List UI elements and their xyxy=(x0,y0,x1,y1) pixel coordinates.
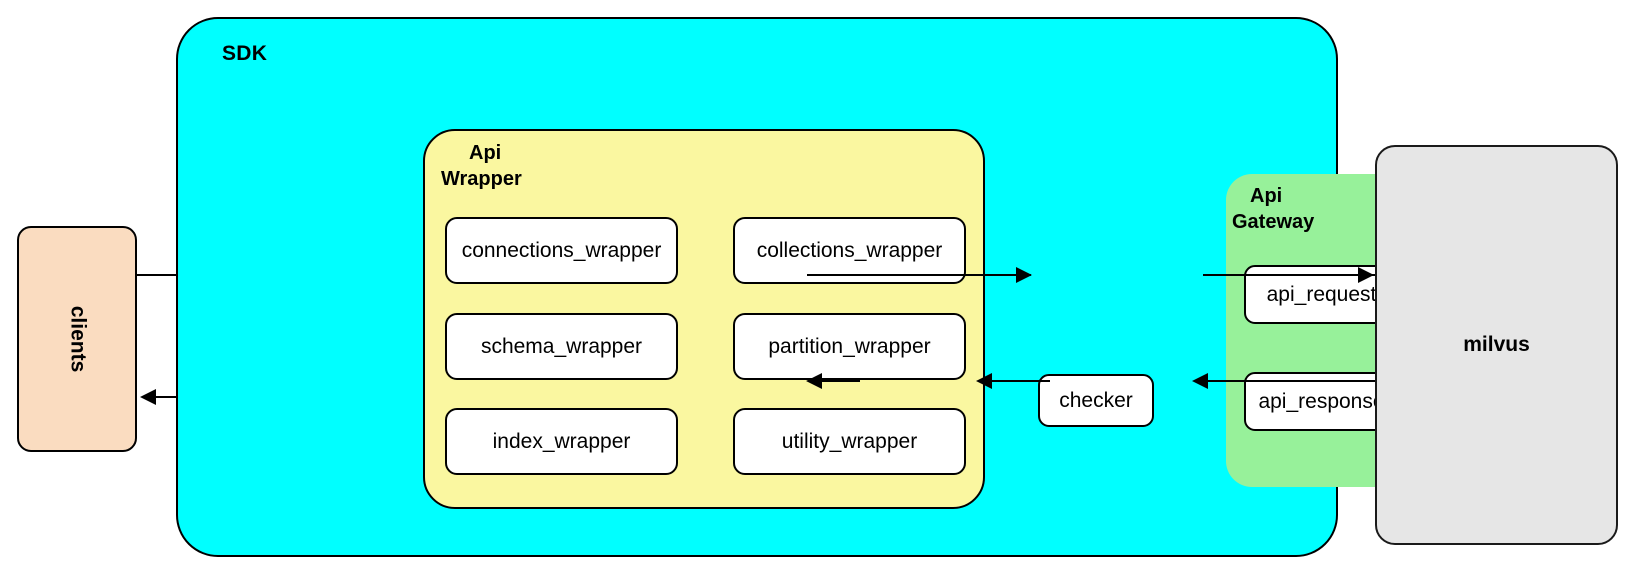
clients-label: clients xyxy=(66,305,89,373)
card-partition-wrapper[interactable]: partition_wrapper xyxy=(733,313,966,380)
connector-milvus-to-api-response xyxy=(1204,380,1375,382)
card-label: index_wrapper xyxy=(492,429,631,453)
card-label: api_response xyxy=(1258,389,1385,413)
card-index-wrapper[interactable]: index_wrapper xyxy=(445,408,678,475)
connector-api-wrapper-to-api-request xyxy=(807,274,1031,276)
checker-node[interactable]: checker xyxy=(1038,374,1154,427)
connector-checker-to-api-wrapper xyxy=(820,380,860,382)
card-connections-wrapper[interactable]: connections_wrapper xyxy=(445,217,678,284)
arrowhead-api-response-to-checker xyxy=(976,373,992,389)
arrowhead-api-wrapper-to-api-request xyxy=(1016,267,1032,283)
card-label: utility_wrapper xyxy=(781,429,918,453)
api-gateway-label: Api Gateway xyxy=(1232,183,1410,235)
card-schema-wrapper[interactable]: schema_wrapper xyxy=(445,313,678,380)
arrowhead-milvus-to-api-response xyxy=(1192,373,1208,389)
card-label: connections_wrapper xyxy=(461,238,662,262)
arrowhead-api-request-to-milvus xyxy=(1358,267,1374,283)
arrowhead-api-wrapper-to-clients xyxy=(140,389,156,405)
card-utility-wrapper[interactable]: utility_wrapper xyxy=(733,408,966,475)
connector-api-request-to-milvus xyxy=(1203,274,1375,276)
connector-api-response-to-checker xyxy=(988,380,1050,382)
api-wrapper-label-line1: Api xyxy=(469,142,502,164)
card-collections-wrapper[interactable]: collections_wrapper xyxy=(733,217,966,284)
milvus-node[interactable]: milvus xyxy=(1375,145,1618,545)
checker-label: checker xyxy=(1059,388,1133,412)
api-wrapper-container[interactable]: Api Wrapper connections_wrapper collecti… xyxy=(423,129,985,509)
card-label: collections_wrapper xyxy=(756,238,943,262)
clients-node[interactable]: clients xyxy=(17,226,137,452)
api-wrapper-label: Api Wrapper xyxy=(441,140,619,192)
arrowhead-checker-to-api-wrapper xyxy=(806,373,822,389)
card-label: api_request xyxy=(1266,282,1377,306)
api-wrapper-label-line2: Wrapper xyxy=(441,168,522,190)
api-gateway-label-line2: Gateway xyxy=(1232,211,1315,233)
milvus-label: milvus xyxy=(1463,333,1530,356)
sdk-container[interactable]: SDK Api Wrapper connections_wrapper coll… xyxy=(176,17,1414,557)
sdk-label: SDK xyxy=(222,42,268,65)
api-gateway-label-line1: Api xyxy=(1250,185,1283,207)
card-label: partition_wrapper xyxy=(768,334,931,358)
card-label: schema_wrapper xyxy=(480,334,643,358)
